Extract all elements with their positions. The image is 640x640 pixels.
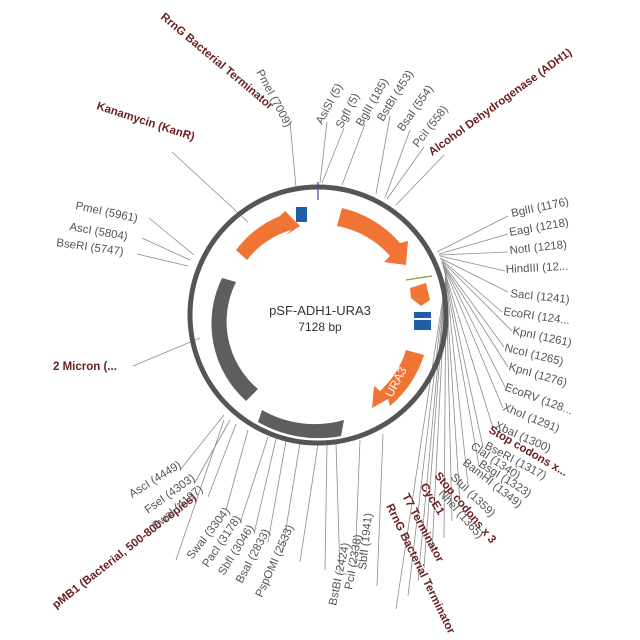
site-label: NotI (1218)	[509, 239, 568, 257]
small-green-line	[405, 275, 433, 281]
plasmid-name: pSF-ADH1-URA3	[269, 303, 371, 318]
kanamycin-feature	[236, 211, 300, 260]
feature-label-2micron: 2 Micron (...	[53, 361, 117, 373]
small-orange-feature	[410, 283, 430, 306]
feature-label-rrng-top: RrnG Bacterial Terminator	[158, 11, 276, 112]
adh1-feature	[337, 208, 408, 265]
feature-label-kanamycin: Kanamycin (KanR)	[95, 100, 196, 143]
terminator-marker-top	[296, 207, 307, 222]
site-label: EagI (1218)	[508, 217, 569, 239]
features	[211, 182, 433, 439]
plasmid-length: 7128 bp	[298, 320, 342, 334]
site-label: HindIII (12...	[506, 261, 569, 276]
site-label: SbfI (1941)	[357, 512, 375, 570]
pmb1-feature	[258, 410, 344, 439]
site-label: BglII (1176)	[510, 196, 570, 220]
ura3-feature	[372, 350, 424, 408]
site-label: EcoRI (124...	[503, 306, 571, 327]
site-label: PmeI (5961)	[74, 200, 139, 225]
leader-lines	[132, 115, 513, 610]
terminator-marker-right-2	[414, 320, 431, 330]
two-micron-feature	[211, 278, 258, 401]
terminator-marker-right	[414, 312, 431, 318]
feature-label-adh1: Alcohol Dehydrogenase (ADH1)	[427, 46, 575, 158]
site-label: SacI (1241)	[510, 288, 571, 306]
